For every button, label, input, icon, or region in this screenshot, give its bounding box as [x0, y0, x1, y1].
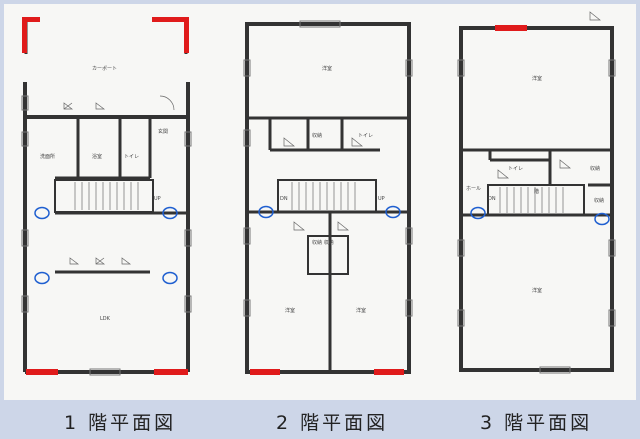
- room-label-bath: 浴室: [92, 153, 102, 160]
- floor-2-plan: 洋室 収納 トイレ DN UP 収納 収納 洋室 洋室: [243, 20, 413, 375]
- marker-circle: [385, 205, 401, 219]
- stair-dn-label: DN: [280, 196, 288, 202]
- floor-3-plan: 洋室 トイレ 収納 ホール 階 DN 収納 洋室: [457, 11, 616, 374]
- highlight-wall: [374, 369, 404, 375]
- room-label-toilet: トイレ: [508, 166, 523, 172]
- room-label-hall2: 階: [534, 188, 539, 195]
- highlight-wall: [26, 369, 58, 375]
- stair-up-label: UP: [378, 196, 385, 202]
- highlight-wall: [184, 17, 189, 53]
- floor-1-caption: 1 階平面図: [64, 412, 177, 434]
- marker-circle: [162, 206, 178, 220]
- stair-up-label: UP: [154, 196, 161, 202]
- room-label-western: 洋室: [532, 75, 542, 82]
- floor-1-plan: カーポート 洗面所 浴室 トイレ 玄関 UP LDK: [21, 17, 192, 376]
- floor-2-caption: 2 階平面図: [276, 412, 389, 434]
- room-label-washroom: 洗面所: [40, 153, 55, 160]
- room-label-western: 洋室: [532, 287, 542, 294]
- room-label-western: 洋室: [322, 65, 332, 72]
- highlight-wall: [154, 369, 188, 375]
- closet: [307, 235, 349, 275]
- room-label-storage: 収納: [594, 197, 604, 204]
- exterior-wall: [245, 22, 411, 374]
- exterior-wall: [459, 26, 614, 372]
- marker-circle: [34, 271, 50, 285]
- room-label-storage: 収納: [312, 132, 322, 139]
- highlight-wall: [22, 17, 40, 22]
- marker-circle: [34, 206, 50, 220]
- floor-3-caption: 3 階平面図: [480, 412, 593, 434]
- stair-dn-label: DN: [488, 196, 496, 202]
- room-label-storage: 収納: [590, 165, 600, 172]
- highlight-wall: [22, 17, 27, 53]
- marker-circle: [594, 212, 610, 226]
- highlight-wall: [250, 369, 280, 375]
- room-label-toilet: トイレ: [358, 133, 373, 139]
- room-label-western: 洋室: [285, 307, 295, 314]
- highlight-wall: [152, 17, 188, 22]
- room-label-western: 洋室: [356, 307, 366, 314]
- room-label-carport: カーポート: [92, 65, 117, 72]
- room-label-entrance: 玄関: [158, 128, 168, 135]
- room-label-storage: 収納 収納: [312, 239, 334, 246]
- room-label-hall: ホール: [466, 186, 481, 192]
- highlight-wall: [495, 25, 527, 31]
- marker-circle: [470, 206, 486, 220]
- room-label-ldk: LDK: [100, 316, 111, 322]
- room-label-toilet: トイレ: [124, 154, 139, 160]
- marker-circle: [162, 271, 178, 285]
- marker-circle: [258, 205, 274, 219]
